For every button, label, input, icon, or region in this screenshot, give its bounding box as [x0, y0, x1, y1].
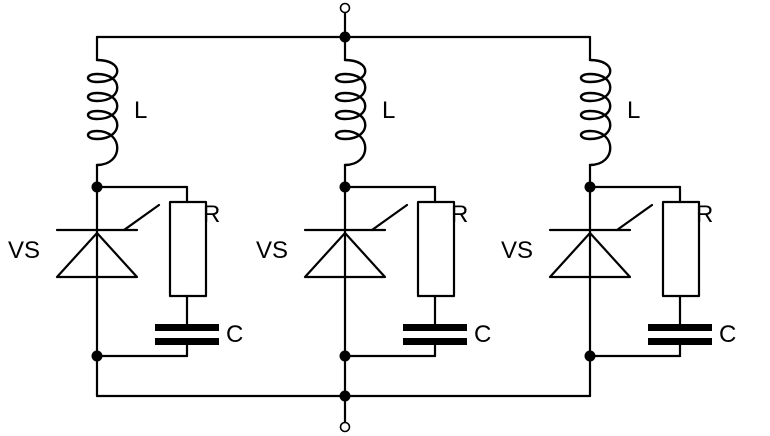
resistor-3: [661, 200, 701, 298]
thyristor-1: [55, 231, 139, 279]
inductor-3: [579, 58, 612, 167]
resistor-2: [416, 200, 456, 298]
top-terminal: [339, 2, 351, 14]
capacitor-2-plate-bottom: [403, 338, 467, 345]
bottom-bus-junction-node: [339, 390, 351, 402]
branch-1: L VS R C: [8, 35, 243, 398]
thyristor-label: VS: [8, 237, 40, 264]
junction-node: [584, 181, 596, 193]
resistor-label: R: [451, 201, 468, 228]
thyristor-3: [548, 231, 632, 279]
junction-node: [584, 350, 596, 362]
junction-node: [339, 350, 351, 362]
resistor-label: R: [203, 201, 220, 228]
thyristor-2: [303, 231, 387, 279]
branch-2: L VS R C: [256, 35, 491, 398]
capacitor-label: C: [226, 321, 243, 348]
thyristor-2-gate: [370, 203, 409, 232]
inductor-1: [86, 58, 119, 167]
top-bus-junction-node: [339, 31, 351, 43]
junction-node: [91, 181, 103, 193]
inductor-2: [334, 58, 367, 167]
thyristor-label: VS: [256, 237, 288, 264]
capacitor-2-plate-top: [403, 324, 467, 331]
capacitor-1-plate-top: [155, 324, 219, 331]
junction-node: [339, 181, 351, 193]
resistor-1: [168, 200, 208, 298]
capacitor-label: C: [474, 321, 491, 348]
bottom-terminal: [339, 421, 351, 433]
thyristor-label: VS: [501, 237, 533, 264]
thyristor-1-gate: [122, 203, 161, 232]
thyristor-3-gate: [615, 203, 654, 232]
capacitor-label: C: [719, 321, 736, 348]
inductor-label: L: [134, 97, 147, 124]
inductor-label: L: [382, 97, 395, 124]
inductor-label: L: [627, 97, 640, 124]
capacitor-3-plate-top: [648, 324, 712, 331]
junction-node: [91, 350, 103, 362]
resistor-label: R: [696, 201, 713, 228]
branch-3: L VS R C: [501, 35, 736, 398]
capacitor-3-plate-bottom: [648, 338, 712, 345]
capacitor-1-plate-bottom: [155, 338, 219, 345]
